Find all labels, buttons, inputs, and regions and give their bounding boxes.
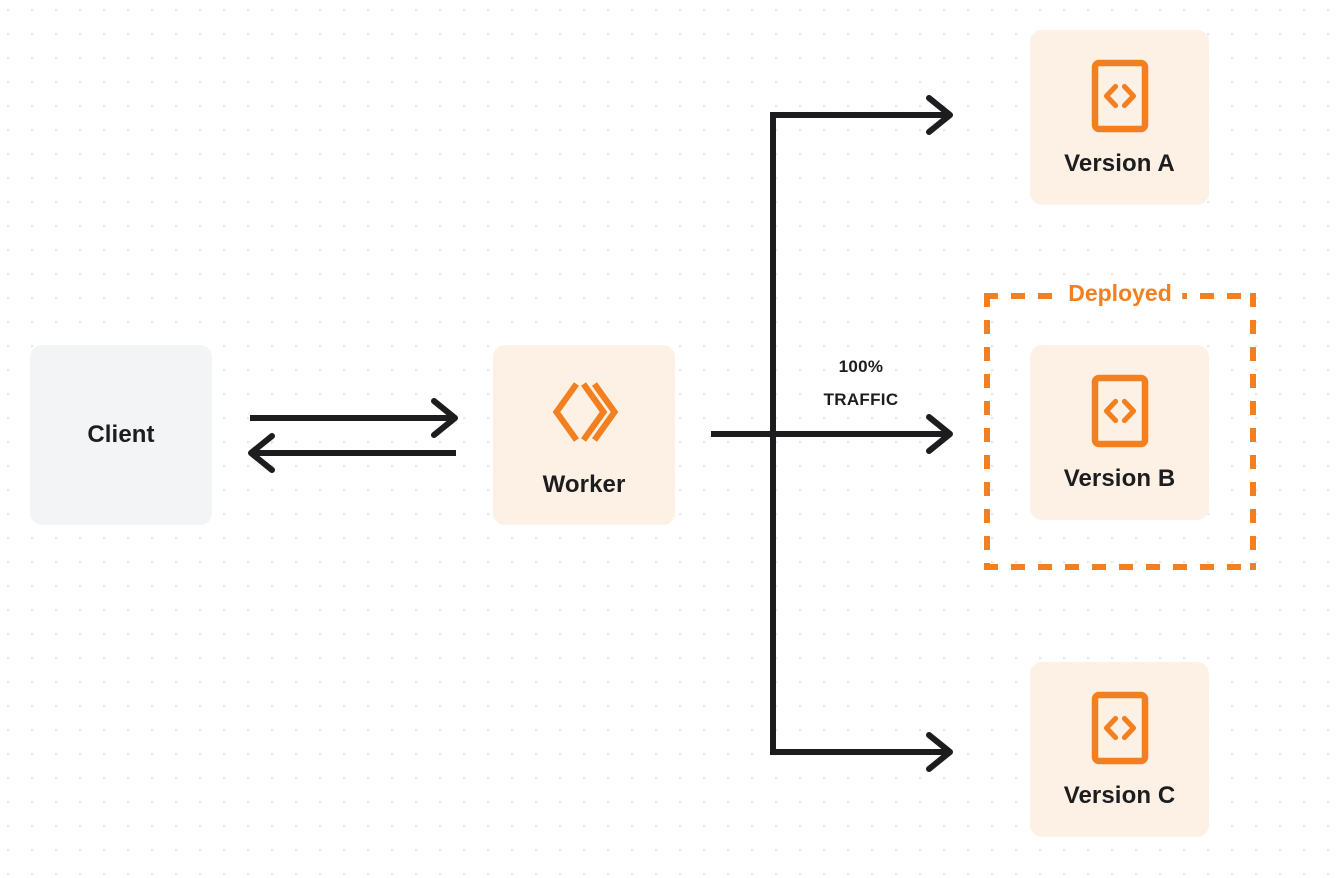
node-worker[interactable]: Worker	[493, 345, 675, 525]
node-version-c-label: Version C	[1063, 782, 1176, 809]
code-brackets-icon	[1091, 59, 1149, 138]
node-client[interactable]: Client	[30, 345, 212, 525]
connector-client-to-worker	[250, 398, 458, 438]
node-version-c[interactable]: Version C	[1030, 662, 1209, 837]
traffic-label: 100% TRAFFIC	[775, 350, 947, 416]
node-version-b[interactable]: Version B	[1030, 345, 1209, 520]
connector-traffic-to-version-b	[773, 414, 953, 454]
cloudflare-workers-logo-icon	[546, 374, 622, 455]
code-brackets-icon	[1091, 374, 1149, 453]
node-worker-label: Worker	[542, 470, 626, 498]
connector-traffic-to-version-a	[770, 95, 953, 135]
node-version-a[interactable]: Version A	[1030, 30, 1209, 205]
node-version-b-label: Version B	[1063, 465, 1176, 492]
connector-worker-to-client	[248, 433, 456, 473]
connector-traffic-trunk	[711, 115, 776, 752]
traffic-unit: TRAFFIC	[823, 390, 899, 409]
group-deployed-label: Deployed	[1058, 279, 1182, 307]
node-client-label: Client	[87, 421, 155, 448]
traffic-percent: 100%	[838, 357, 884, 376]
node-version-a-label: Version A	[1064, 150, 1175, 177]
group-deployed: Deployed	[984, 279, 1256, 570]
code-brackets-icon	[1091, 691, 1149, 770]
connector-traffic-to-version-c	[770, 732, 953, 772]
